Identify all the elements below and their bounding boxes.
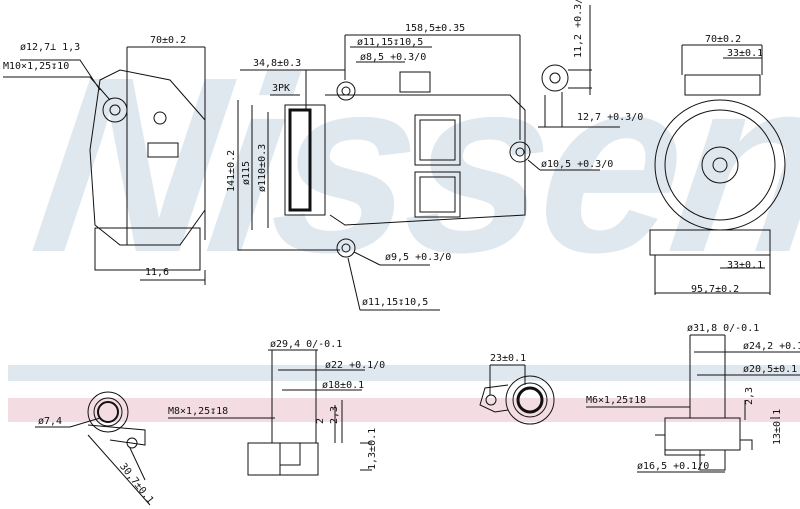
rear-view (649, 44, 786, 295)
port1-thread-label: M8×1,25↧18 (168, 406, 229, 417)
belt-label: 3PK (272, 83, 291, 94)
port-2-top-view (479, 364, 555, 425)
right-hole-label: ø10,5 +0.3/0 (541, 159, 614, 170)
right-depth-label: 95,7±0.2 (691, 284, 740, 295)
length-label: 158,5±0.35 (405, 23, 466, 34)
port1-mid-label: ø22 +0.1/0 (325, 360, 386, 371)
bottom-hole-inner-label: ø9,5 +0.3/0 (385, 252, 452, 263)
port-2-section (586, 334, 800, 473)
port2-depth-label: 13±0.1 (772, 408, 783, 445)
pulley-dia-label: ø115 (241, 160, 252, 185)
port-1-top-view (35, 391, 151, 506)
left-offset-label: 11,6 (145, 267, 170, 278)
pulley-offset-label: 34,8±0.3 (253, 58, 302, 69)
thread-label: M10×1,25↧10 (3, 61, 70, 72)
ear-width-label: 12,7 +0.3/0 (577, 112, 644, 123)
port1-dia-label: ø7,4 (38, 416, 63, 427)
port1-d2-label: 2,3 (329, 405, 340, 424)
port2-center-dist-label: 23±0.1 (490, 353, 527, 364)
port2-mid-label: ø24,2 +0.1/0 (743, 341, 800, 352)
height-label: 141±0.2 (226, 149, 237, 192)
bore-label: ø12,7⊥ 1,3 (20, 42, 81, 53)
port1-inner-label: ø18±0.1 (322, 380, 365, 391)
port2-thread-label: M6×1,25↧18 (586, 395, 647, 406)
port1-outer-label: ø29,4 0/-0.1 (270, 339, 343, 350)
port1-d1-label: 2 (315, 417, 326, 424)
top-hole-label: ø11,15↧10,5 (357, 37, 424, 48)
front-view (237, 34, 600, 311)
port-1-section (168, 349, 372, 476)
mounting-ear-detail (538, 5, 620, 128)
port2-inner-label: ø20,5±0.1 (743, 364, 798, 375)
port2-d1-label: 2,3 (744, 386, 755, 405)
pulley-inner-dia-label: ø110±0.3 (257, 143, 268, 192)
port2-bottom-label: ø16,5 +0.1/0 (637, 461, 710, 472)
port2-outer-label: ø31,8 0/-0.1 (687, 323, 760, 334)
ear-height-label: 11,2 +0.3/0 (573, 0, 584, 58)
right-top-offset-label: 33±0.1 (727, 48, 764, 59)
left-side-view (3, 46, 206, 285)
port1-depth-label: 1,3±0.1 (367, 427, 378, 470)
left-width-label: 70±0.2 (150, 35, 187, 46)
blue-band (8, 365, 800, 381)
right-width-label: 70±0.2 (705, 34, 742, 45)
bottom-hole-label: ø11,15↧10,5 (362, 297, 429, 308)
right-bottom-offset-label: 33±0.1 (727, 260, 764, 271)
top-hole-inner-label: ø8,5 +0.3/0 (360, 52, 427, 63)
